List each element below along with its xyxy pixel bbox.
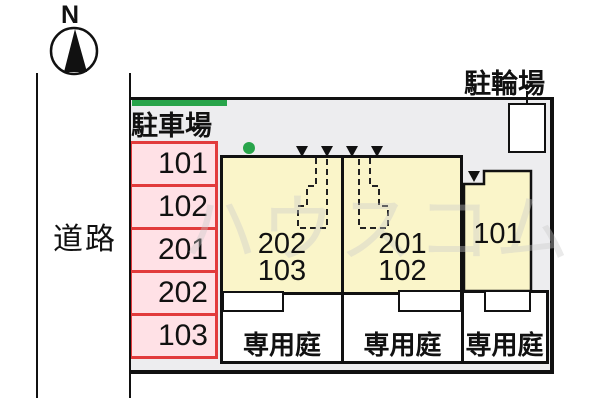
garden-label: 専用庭: [465, 330, 544, 360]
unit-label-202-103: 202 103: [222, 228, 342, 287]
entrance-arrow-icon: [371, 146, 383, 157]
terrace-middle: [398, 290, 462, 312]
garden-label: 専用庭: [242, 330, 321, 360]
terrace-right: [484, 290, 531, 312]
unit-number: 102: [378, 255, 427, 287]
parking-space: 102: [129, 184, 218, 230]
unit-divider-wall: [341, 157, 344, 293]
unit-number: 103: [257, 255, 307, 287]
entrance-arrow-icon: [468, 171, 480, 182]
unit-number: 201: [378, 228, 427, 260]
road-left-boundary-line: [36, 73, 38, 398]
green-dot-marker: [243, 142, 255, 154]
entrance-arrow-icon: [346, 146, 358, 157]
entrance-arrow-icon: [296, 146, 308, 157]
compass-needle-icon: [64, 29, 87, 72]
unit-label-201-102: 201 102: [342, 228, 463, 287]
parking-green-marker: [132, 100, 227, 106]
property-boundary-line: [129, 73, 131, 398]
private-garden-right: [461, 290, 549, 364]
parking-space: 103: [129, 313, 218, 359]
road-label: 道路: [53, 223, 117, 256]
unit-number: 202: [257, 228, 307, 260]
garden-label: 専用庭: [363, 330, 442, 360]
bike-parking-title: 駐輪場: [464, 69, 545, 99]
unit-label-101: 101: [473, 218, 522, 250]
entrance-arrow-icon: [321, 146, 333, 157]
parking-space: 101: [129, 141, 218, 187]
bike-parking-area: [508, 103, 546, 153]
terrace-left: [222, 291, 284, 312]
parking-lot-title: 駐車場: [131, 111, 212, 141]
compass-north-label: N: [61, 1, 80, 29]
compass-circle: [49, 26, 99, 76]
